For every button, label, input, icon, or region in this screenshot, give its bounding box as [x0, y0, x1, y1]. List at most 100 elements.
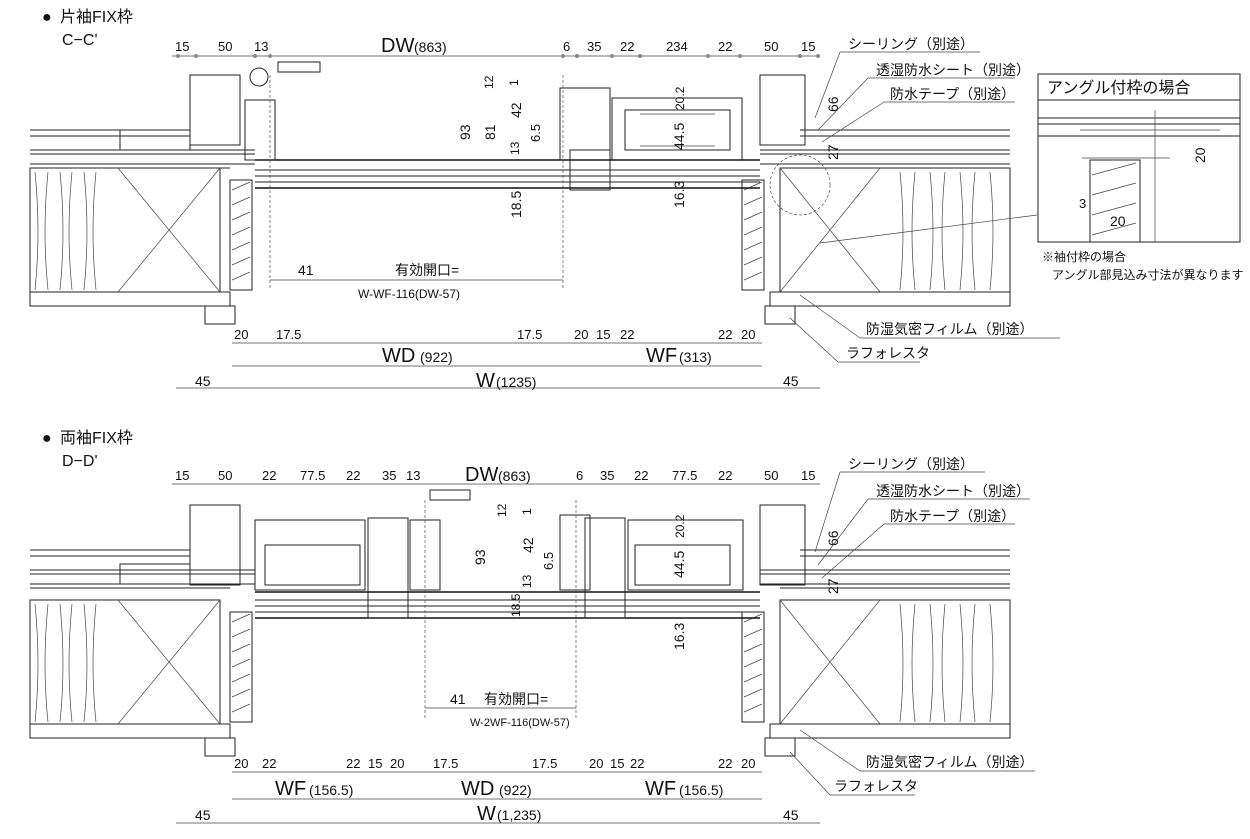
section2-wall-left: [29, 504, 255, 757]
s1-v-44-5: 44.5: [671, 123, 687, 150]
s1-v-27: 27: [825, 144, 841, 160]
s2-dim-50a: 50: [218, 468, 232, 483]
s2-b-22d: 22: [718, 756, 732, 771]
s2-v-42: 42: [520, 537, 536, 553]
section-single-fix: ● 片袖FIX枠 C−C' 15 50 13 DW (863) 6 35 22 …: [29, 8, 1060, 392]
s2-dim-15a: 15: [175, 468, 189, 483]
section1-frame-body: [244, 61, 760, 290]
section-double-fix: ● 両袖FIX枠 D−D' 15 50 22 77.5 22 35 13 DW …: [29, 429, 1035, 825]
s1-v-16-3: 16.3: [671, 181, 687, 208]
s2-effective-label: 有効開口=: [484, 691, 548, 707]
s1-dim-22b: 22: [718, 39, 732, 54]
s2-wd-value: (922): [499, 782, 532, 798]
s1-callout-film: 防湿気密フィルム（別途）: [866, 321, 1033, 337]
inset-dim-3: 3: [1079, 196, 1086, 211]
s2-b-22b: 22: [346, 756, 360, 771]
inset-note-2: アングル部見込み寸法が異なります: [1052, 267, 1244, 282]
s1-dw-value: (863): [414, 39, 447, 55]
s2-callout-membrane: 透湿防水シート（別途）: [876, 483, 1030, 499]
s2-v-20-2: 20.2: [673, 514, 687, 538]
s2-side-45a: 45: [195, 807, 211, 823]
section1-callouts: シーリング（別途） 透湿防水シート（別途） 防水テープ（別途） 防湿気密フィルム…: [789, 36, 1060, 363]
s2-callout-film: 防湿気密フィルム（別途）: [866, 754, 1033, 770]
s2-b-20d: 20: [741, 756, 755, 771]
s1-dim-234: 234: [666, 39, 688, 54]
s2-side-45b: 45: [783, 807, 799, 823]
s2-w-value: (1,235): [497, 807, 541, 823]
s2-dim-22d: 22: [718, 468, 732, 483]
section1-subtitle: C−C': [62, 32, 98, 49]
inset-title: アングル付枠の場合: [1047, 79, 1190, 97]
section1-wall-right: [741, 74, 1011, 325]
s1-v-66: 66: [825, 96, 841, 112]
s2-dim-77-5a: 77.5: [300, 468, 325, 483]
s2-w-label: W: [477, 803, 496, 825]
section2-bullet: ●: [42, 430, 52, 447]
s1-b-20b: 20: [574, 327, 588, 342]
s2-dim-35b: 35: [600, 468, 614, 483]
s1-wf-value: (313): [679, 349, 712, 365]
s1-dim-50a: 50: [218, 39, 232, 54]
s2-v-18-5: 18.5: [509, 593, 523, 617]
s2-v-16-3: 16.3: [671, 623, 687, 650]
section2-title: 両袖FIX枠: [60, 429, 133, 447]
s1-v-18-5: 18.5: [508, 191, 524, 218]
s1-dim-15b: 15: [801, 39, 815, 54]
section1-vertical-dims: 12 1 42 81 93 6.5 13 20.2 44.5 16.3 18.5…: [457, 75, 841, 218]
s2-callout-tape: 防水テープ（別途）: [890, 508, 1015, 524]
s2-dim-77-5b: 77.5: [672, 468, 697, 483]
s2-dim-22a: 22: [262, 468, 276, 483]
s1-b-20a: 20: [234, 327, 248, 342]
s1-dim-22a: 22: [620, 39, 634, 54]
s2-b-20a: 20: [234, 756, 248, 771]
s1-dim-35: 35: [587, 39, 601, 54]
s2-offset-41: 41: [450, 691, 466, 707]
s2-callout-sealing: シーリング（別途）: [848, 456, 974, 472]
s2-dim-13: 13: [406, 468, 420, 483]
s2-v-13: 13: [520, 574, 534, 588]
s1-v-12: 12: [482, 75, 496, 89]
section2-subtitle: D−D': [62, 453, 98, 470]
s1-callout-sealing: シーリング（別途）: [848, 36, 974, 52]
s2-wf-right-label: WF: [645, 778, 676, 800]
s2-v-6-5: 6.5: [541, 552, 556, 570]
s2-v-1: 1: [520, 508, 534, 515]
s2-dim-50b: 50: [764, 468, 778, 483]
s2-v-12: 12: [495, 503, 509, 517]
s1-v-20-2: 20.2: [673, 86, 687, 110]
s1-dw-label: DW: [381, 35, 414, 57]
s1-callout-laforesta: ラフォレスタ: [846, 345, 930, 361]
s1-side-45b: 45: [783, 373, 799, 389]
s2-v-66: 66: [825, 530, 841, 546]
s1-dim-50b: 50: [764, 39, 778, 54]
section2-frame-body: [254, 489, 760, 720]
s1-side-45a: 45: [195, 373, 211, 389]
s1-b-15: 15: [596, 327, 610, 342]
s1-v-13: 13: [508, 141, 522, 155]
s2-dw-value: (863): [498, 468, 531, 484]
s1-w-label: W: [476, 370, 495, 392]
s2-b-17-5a: 17.5: [433, 756, 458, 771]
s2-wd-label: WD: [461, 778, 494, 800]
s2-dw-label: DW: [465, 464, 498, 486]
s1-v-6-5: 6.5: [528, 124, 543, 142]
s2-b-20b: 20: [390, 756, 404, 771]
section1-title: 片袖FIX枠: [60, 8, 133, 26]
s1-offset-41: 41: [298, 262, 314, 278]
inset-dim-20-b: 20: [1110, 213, 1126, 229]
s2-b-17-5b: 17.5: [532, 756, 557, 771]
s1-b-17-5b: 17.5: [517, 327, 542, 342]
s1-dim-15a: 15: [175, 39, 189, 54]
section2-callouts: シーリング（別途） 透湿防水シート（別途） 防水テープ（別途） 防湿気密フィルム…: [789, 456, 1035, 796]
s1-wf-label: WF: [646, 345, 677, 367]
s2-v-93: 93: [472, 549, 488, 565]
s1-v-1: 1: [507, 79, 521, 86]
s1-effective-label: 有効開口=: [395, 262, 459, 278]
s2-b-22c: 22: [630, 756, 644, 771]
s2-dim-6: 6: [576, 468, 583, 483]
s1-b-20c: 20: [741, 327, 755, 342]
s1-w-value: (1235): [496, 374, 536, 390]
s1-b-22a: 22: [620, 327, 634, 342]
